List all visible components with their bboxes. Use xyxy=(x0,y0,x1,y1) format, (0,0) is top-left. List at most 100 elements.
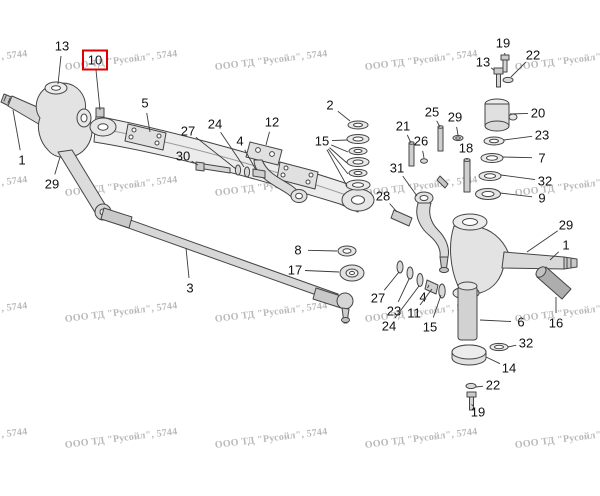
callout-number: 13 xyxy=(476,55,490,70)
leader-line xyxy=(490,67,495,71)
link-washers xyxy=(396,260,446,299)
callout-15: 15 xyxy=(423,294,442,335)
callout-19: 19 xyxy=(496,36,510,56)
leader-line xyxy=(509,112,529,115)
callout-number: 8 xyxy=(294,243,301,258)
callout-number: 19 xyxy=(496,36,510,51)
left-steering-knuckle xyxy=(0,81,112,221)
leader-line xyxy=(195,136,237,170)
right-steering-knuckle xyxy=(450,213,578,300)
leader-line xyxy=(331,144,349,153)
callout-number: 23 xyxy=(535,128,549,143)
callout-22: 22 xyxy=(510,48,540,78)
leader-line xyxy=(503,135,533,141)
callout-number: 29 xyxy=(559,218,573,233)
leader-line xyxy=(329,147,348,164)
leader-line xyxy=(427,284,430,289)
tie-rod xyxy=(100,207,354,324)
callout-13: 13 xyxy=(476,55,495,71)
callout-16: 16 xyxy=(549,297,563,331)
callout-number: 27 xyxy=(371,291,385,306)
leader-line xyxy=(500,174,536,181)
callout-25: 25 xyxy=(425,105,441,128)
callout-4: 4 xyxy=(419,284,430,305)
callout-number: 27 xyxy=(181,124,195,139)
leader-line xyxy=(327,148,349,175)
callout-5: 5 xyxy=(141,96,151,133)
callout-1: 1 xyxy=(549,238,570,261)
callout-number: 24 xyxy=(382,319,396,334)
leader-line xyxy=(475,385,484,388)
leader-line xyxy=(549,251,560,261)
callout-24: 24 xyxy=(208,117,245,168)
leader-line xyxy=(406,134,412,144)
callout-number: 7 xyxy=(538,151,545,166)
callout-number: 1 xyxy=(18,153,25,168)
bolt-and-washers xyxy=(195,161,266,179)
callout-11: 11 xyxy=(407,288,433,321)
callout-1: 1 xyxy=(12,109,26,168)
callout-number: 14 xyxy=(502,361,516,376)
callout-number: 28 xyxy=(376,189,390,204)
leader-line xyxy=(383,271,400,291)
callout-number: 5 xyxy=(141,96,148,111)
callout-number: 12 xyxy=(265,115,279,130)
leader-line xyxy=(146,112,151,133)
leader-line xyxy=(220,132,245,168)
callout-32: 32 xyxy=(507,336,533,351)
leader-line xyxy=(397,278,410,303)
callout-number: 29 xyxy=(448,110,462,125)
leader-line xyxy=(265,131,270,146)
leader-line xyxy=(331,139,348,142)
leader-line xyxy=(479,319,512,322)
callout-number: 26 xyxy=(414,134,428,149)
leader-line xyxy=(389,203,398,213)
callout-29: 29 xyxy=(526,218,573,253)
leader-line xyxy=(402,175,418,197)
leader-line xyxy=(57,55,62,85)
callout-19: 19 xyxy=(471,404,485,420)
leader-line xyxy=(456,126,459,136)
small-pins xyxy=(408,125,471,193)
callout-number: 18 xyxy=(459,141,473,156)
callout-26: 26 xyxy=(414,134,428,159)
callout-10: 10 xyxy=(82,49,108,111)
callout-29: 29 xyxy=(448,110,462,136)
callout-28: 28 xyxy=(376,189,398,213)
leader-line xyxy=(526,230,559,253)
callout-number: 22 xyxy=(526,48,540,63)
callout-number: 2 xyxy=(326,98,333,113)
leader-line xyxy=(304,270,340,273)
callout-number: 9 xyxy=(538,191,545,206)
callout-23: 23 xyxy=(387,278,410,319)
callout-number: 24 xyxy=(208,117,222,132)
callout-number: 22 xyxy=(486,378,500,393)
steering-arm-left xyxy=(245,141,308,203)
leader-line xyxy=(510,61,527,78)
leader-line xyxy=(95,69,101,111)
callout-number: 16 xyxy=(549,316,563,331)
callout-9: 9 xyxy=(499,191,546,206)
washer-and-bearing xyxy=(337,245,365,282)
callout-18: 18 xyxy=(459,141,473,161)
leader-line xyxy=(422,150,425,159)
callout-3: 3 xyxy=(185,247,194,296)
kingpin-cap-stack xyxy=(475,67,518,200)
callout-12: 12 xyxy=(265,115,279,146)
callout-number: 25 xyxy=(425,105,439,120)
axle-beam xyxy=(89,107,375,213)
leader-line xyxy=(185,247,190,279)
callout-13: 13 xyxy=(55,39,69,85)
callout-23: 23 xyxy=(503,128,549,143)
leader-line xyxy=(326,149,348,187)
callout-number: 29 xyxy=(45,177,59,192)
callout-number: 3 xyxy=(186,281,193,296)
callout-number: 32 xyxy=(519,336,533,351)
callout-32: 32 xyxy=(500,174,552,189)
top-right-bolt xyxy=(500,54,514,84)
callout-number: 1 xyxy=(562,238,569,253)
wedge-pin xyxy=(535,266,572,300)
callout-24: 24 xyxy=(382,285,420,334)
